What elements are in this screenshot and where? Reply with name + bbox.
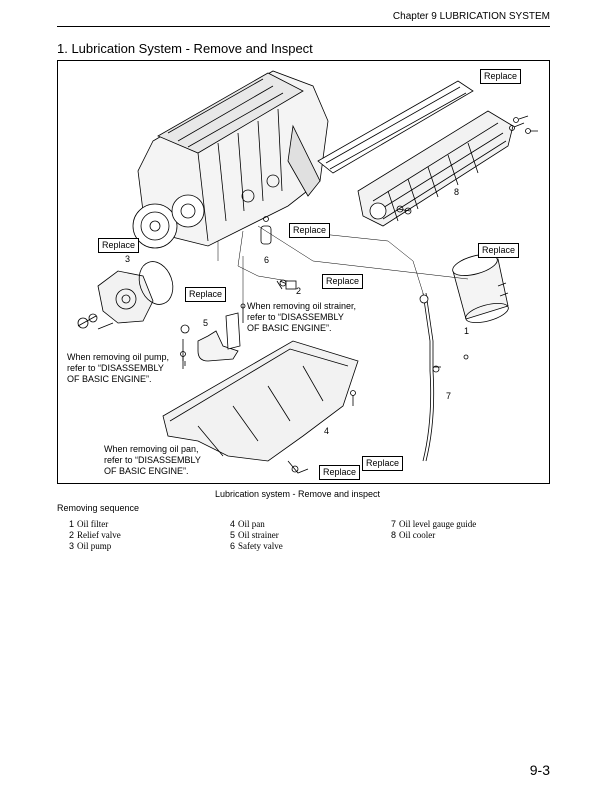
callout-5: 5 [203, 318, 209, 328]
callout-3: 3 [125, 254, 131, 264]
callout-8: 8 [454, 187, 460, 197]
misc-bolts [180, 351, 356, 406]
figure-caption: Lubrication system - Remove and inspect [214, 489, 381, 499]
replace-label-relief-valve: Replace [322, 274, 364, 289]
oil-cooler-gasket [317, 80, 474, 174]
oil-level-gauge-guide-illustration [419, 292, 441, 462]
page-number: 9-3 [529, 762, 550, 778]
replace-label-oil-pan: Replace [319, 465, 361, 480]
replace-label-oil-filter: Replace [478, 243, 520, 258]
section-title: 1. Lubrication System - Remove and Inspe… [57, 41, 313, 56]
replace-label-strainer: Replace [185, 287, 227, 302]
replace-label-oil-pump: Replace [98, 238, 140, 253]
note-oil-strainer: When removing oil strainer, refer to “DI… [247, 301, 357, 334]
header-rule [57, 26, 550, 27]
callout-6: 6 [264, 255, 270, 265]
replace-label-gauge: Replace [362, 456, 404, 471]
note-oil-pan: When removing oil pan, refer to “DISASSE… [104, 444, 201, 477]
note-oil-pump: When removing oil pump, refer to “DISASS… [67, 352, 170, 385]
leader-lines [217, 225, 469, 306]
removing-sequence-title: Removing sequence [57, 503, 140, 513]
diagram-drawing [77, 70, 538, 474]
bolts [397, 115, 538, 215]
callout-1: 1 [464, 326, 470, 336]
oil-filter-illustration [452, 254, 509, 360]
replace-label-safety-valve: Replace [289, 223, 331, 238]
safety-valve-illustration [260, 216, 297, 290]
oil-pump-illustration [77, 261, 174, 330]
callout-2: 2 [296, 286, 302, 296]
replace-label-gasket: Replace [480, 69, 522, 84]
exploded-diagram: Replace Replace Replace Replace Replace … [57, 60, 550, 484]
engine-illustration [132, 70, 329, 249]
chapter-header: Chapter 9 LUBRICATION SYSTEM [392, 11, 550, 22]
callout-7: 7 [446, 391, 452, 401]
callout-4: 4 [324, 426, 330, 436]
oil-cooler-illustration [357, 110, 514, 227]
oil-pan-illustration [162, 340, 359, 474]
oil-strainer-illustration [180, 303, 246, 366]
